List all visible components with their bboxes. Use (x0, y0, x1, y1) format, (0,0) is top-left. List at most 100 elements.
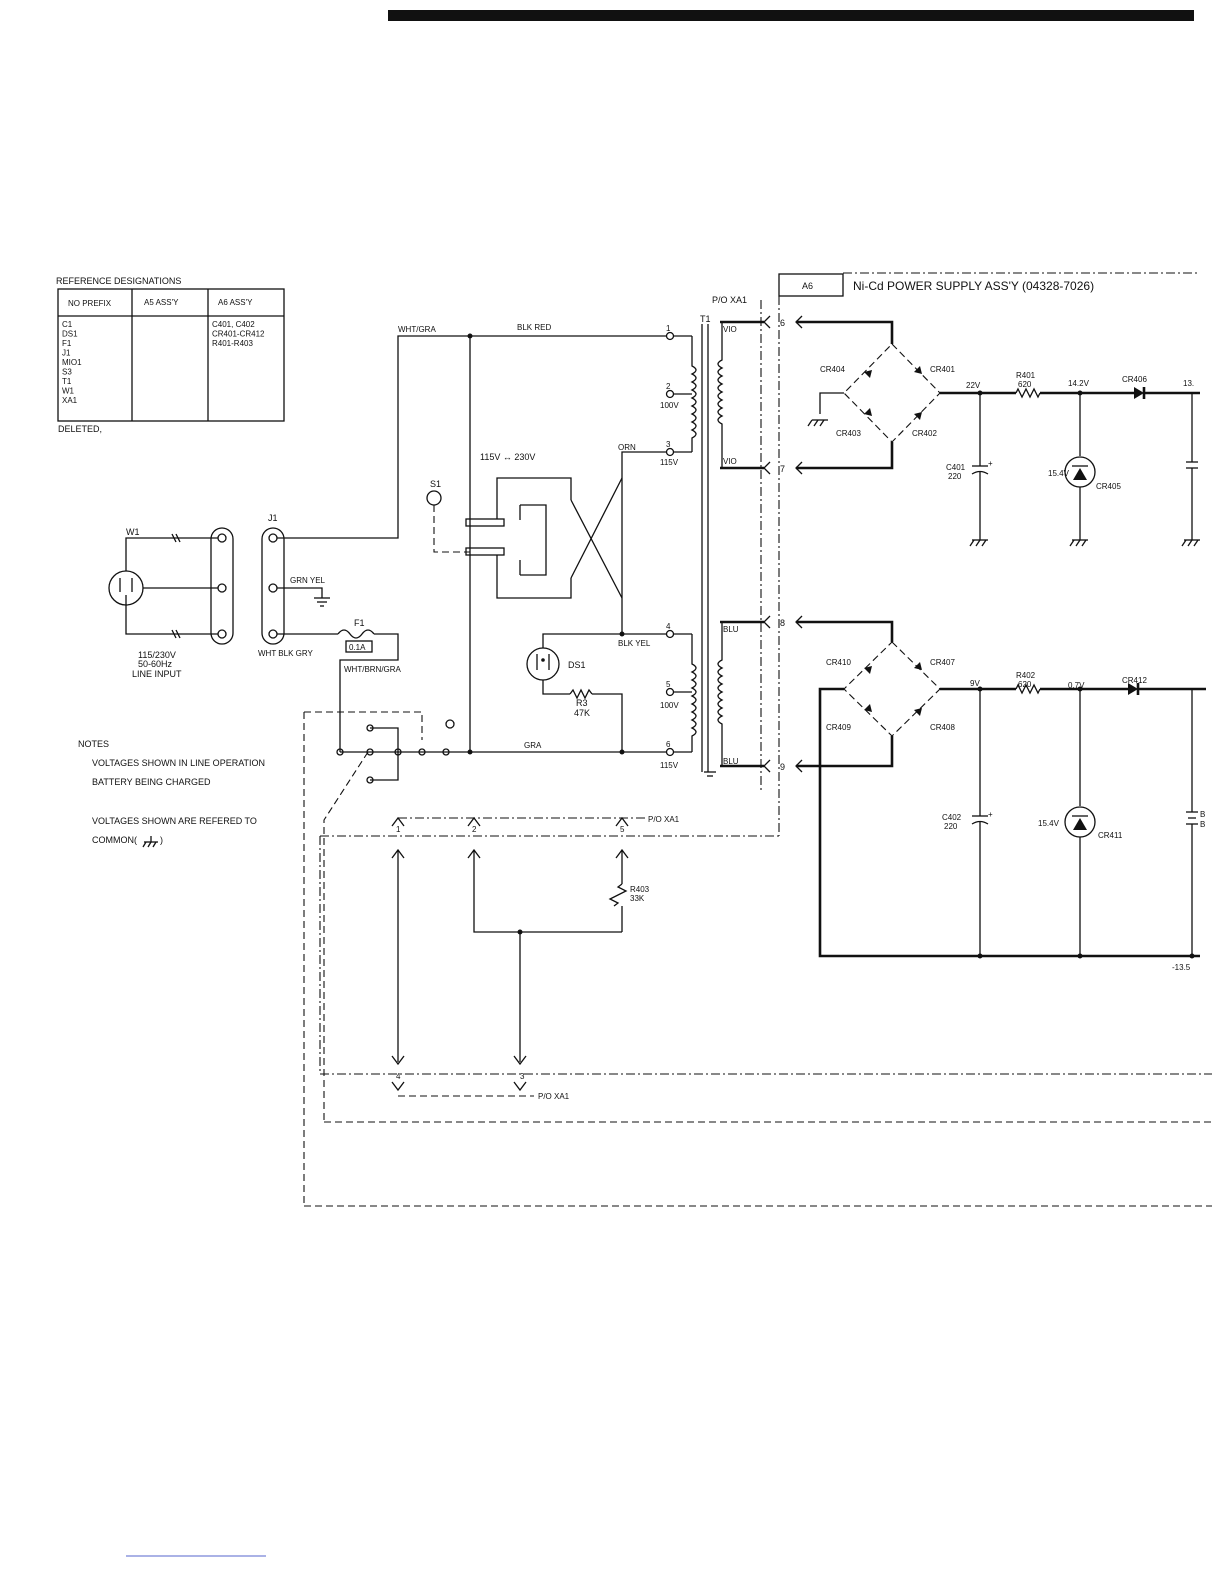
sec-bot-a: BLU (723, 625, 739, 634)
pin3-voltage: 115V (660, 458, 679, 467)
cr407-label: CR407 (930, 658, 955, 667)
c402-plus: + (988, 810, 993, 819)
line-input-caption: LINE INPUT (132, 669, 182, 679)
r402-ref: R402 (1016, 671, 1036, 680)
pin6-voltage: 115V (660, 761, 679, 770)
ground-wire-label: GRN YEL (290, 576, 326, 585)
w1-label: W1 (126, 527, 140, 537)
battery-label-a: B (1200, 810, 1205, 819)
sec-top-a: VIO (723, 325, 737, 334)
fuse-f1: F1 0.1A WHT/BRN/GRA (337, 618, 402, 752)
ref-col-a6: A6 ASS'Y (218, 298, 253, 307)
cr403-label: CR403 (836, 429, 861, 438)
fuse-wire: WHT/BRN/GRA (344, 665, 402, 674)
cr408-label: CR408 (930, 723, 955, 732)
r3-value: 47K (574, 708, 590, 718)
cr411-ref: CR411 (1098, 831, 1123, 840)
lower-connector-section: P/O XA1 1 2 5 R403 33K 4 3 P/O XA1 (303, 711, 1212, 1207)
switch-ref: S1 (430, 479, 441, 489)
switch-s1: S1 115V ↔ 230V (426, 452, 623, 599)
lower-power-supply: CR410 CR407 CR409 CR408 9V R402 620 0.7V… (796, 620, 1206, 972)
sec-bot-b: BLU (723, 757, 739, 766)
wire-bundle-label: WHT BLK GRY (258, 649, 313, 658)
pin2-voltage: 100V (660, 401, 679, 410)
cr405-voltage: 15.4V (1048, 469, 1070, 478)
wire-gra: GRA (524, 741, 542, 750)
line-input-section: W1 J1 115/230V 50-60Hz LINE INPUT GRN YE… (108, 335, 470, 679)
pin-9: 9 (780, 762, 785, 772)
notes-line-1: VOLTAGES SHOWN IN LINE OPERATION (92, 758, 265, 768)
ref-a6-item: CR401-CR412 (212, 330, 265, 339)
cr406-label: CR406 (1122, 375, 1147, 384)
wire-orn: ORN (618, 443, 636, 452)
notes-heading: NOTES (78, 739, 109, 749)
transformer-pin (665, 447, 675, 457)
transformer-pin-label: 6 (666, 740, 671, 749)
assembly-title-block: A6 Ni-Cd POWER SUPPLY ASS'Y (04328-7026)… (712, 272, 1200, 305)
c401-plus: + (988, 459, 993, 468)
ref-col-prefix: NO PREFIX (68, 299, 112, 308)
ref-col-a5: A5 ASS'Y (144, 298, 179, 307)
transformer-pin-label: 4 (666, 622, 671, 631)
upper-v-bridge: 22V (966, 381, 981, 390)
wire-wht-gra: WHT/GRA (398, 325, 436, 334)
svg-text:): ) (160, 835, 163, 845)
ref-a6-item: C401, C402 (212, 320, 255, 329)
connector-top-label: P/O XA1 (712, 295, 747, 305)
battery-label-b: B (1200, 820, 1205, 829)
transformer-pin-label: 2 (666, 382, 671, 391)
transformer-pin (665, 331, 675, 341)
cr412-label: CR412 (1122, 676, 1147, 685)
ref-table-footer: DELETED, (58, 424, 102, 434)
primary-wiring: WHT/GRA BLK RED ORN BLK YEL GRA (340, 323, 666, 755)
lower-pin-5: 5 (620, 825, 625, 834)
upper-v-out: 13. (1183, 379, 1194, 388)
lower-pin-3: 3 (520, 1072, 525, 1081)
ref-prefix-item: W1 (62, 387, 75, 396)
top-border-bar (388, 10, 1194, 21)
cr409-label: CR409 (826, 723, 851, 732)
reference-designations-table: REFERENCE DESIGNATIONS NO PREFIX A5 ASS'… (56, 276, 285, 434)
c401-ref: C401 (946, 463, 966, 472)
lower-connector-label-bottom: P/O XA1 (538, 1092, 570, 1101)
pin-7: 7 (780, 464, 785, 474)
switch-label: 115V ↔ 230V (480, 452, 535, 462)
transformer-pin (665, 687, 675, 697)
lower-v-reg: 0.7V (1068, 681, 1085, 690)
lower-pin-2: 2 (472, 825, 477, 834)
transformer-pin (665, 629, 675, 639)
j1-label: J1 (268, 513, 278, 523)
transformer-pin-label: 1 (666, 324, 671, 333)
r401-ref: R401 (1016, 371, 1036, 380)
ref-prefix-item: T1 (62, 377, 72, 386)
ref-table-title: REFERENCE DESIGNATIONS (56, 276, 181, 286)
lower-v-neg: -13.5 (1172, 963, 1191, 972)
fuse-rating: 0.1A (349, 643, 366, 652)
notes-line-4: COMMON( (92, 835, 137, 845)
r403-val: 33K (630, 894, 645, 903)
notes-line-3: VOLTAGES SHOWN ARE REFERED TO (92, 816, 257, 826)
transformer-ref: T1 (700, 314, 711, 324)
sec-top-b: VIO (723, 457, 737, 466)
cr411-voltage: 15.4V (1038, 819, 1060, 828)
assembly-title: Ni-Cd POWER SUPPLY ASS'Y (04328-7026) (853, 279, 1094, 293)
c402-ref: C402 (942, 813, 962, 822)
r401-val: 620 (1018, 380, 1032, 389)
ref-prefix-item: F1 (62, 339, 72, 348)
pin-8: 8 (780, 618, 785, 628)
lower-v-bridge: 9V (970, 679, 980, 688)
ref-prefix-item: S3 (62, 368, 72, 377)
line-input-voltage: 115/230V (138, 650, 176, 660)
ref-prefix-item: MIO1 (62, 358, 82, 367)
wire-blk-yel: BLK YEL (618, 639, 651, 648)
pin5-voltage: 100V (660, 701, 679, 710)
wire-blk-red: BLK RED (517, 323, 551, 332)
cr404-label: CR404 (820, 365, 845, 374)
lower-pin-4: 4 (396, 1072, 401, 1081)
common-ground-symbol: ) (142, 835, 163, 848)
fuse-ref: F1 (354, 618, 365, 628)
assembly-box-label: A6 (802, 281, 813, 291)
